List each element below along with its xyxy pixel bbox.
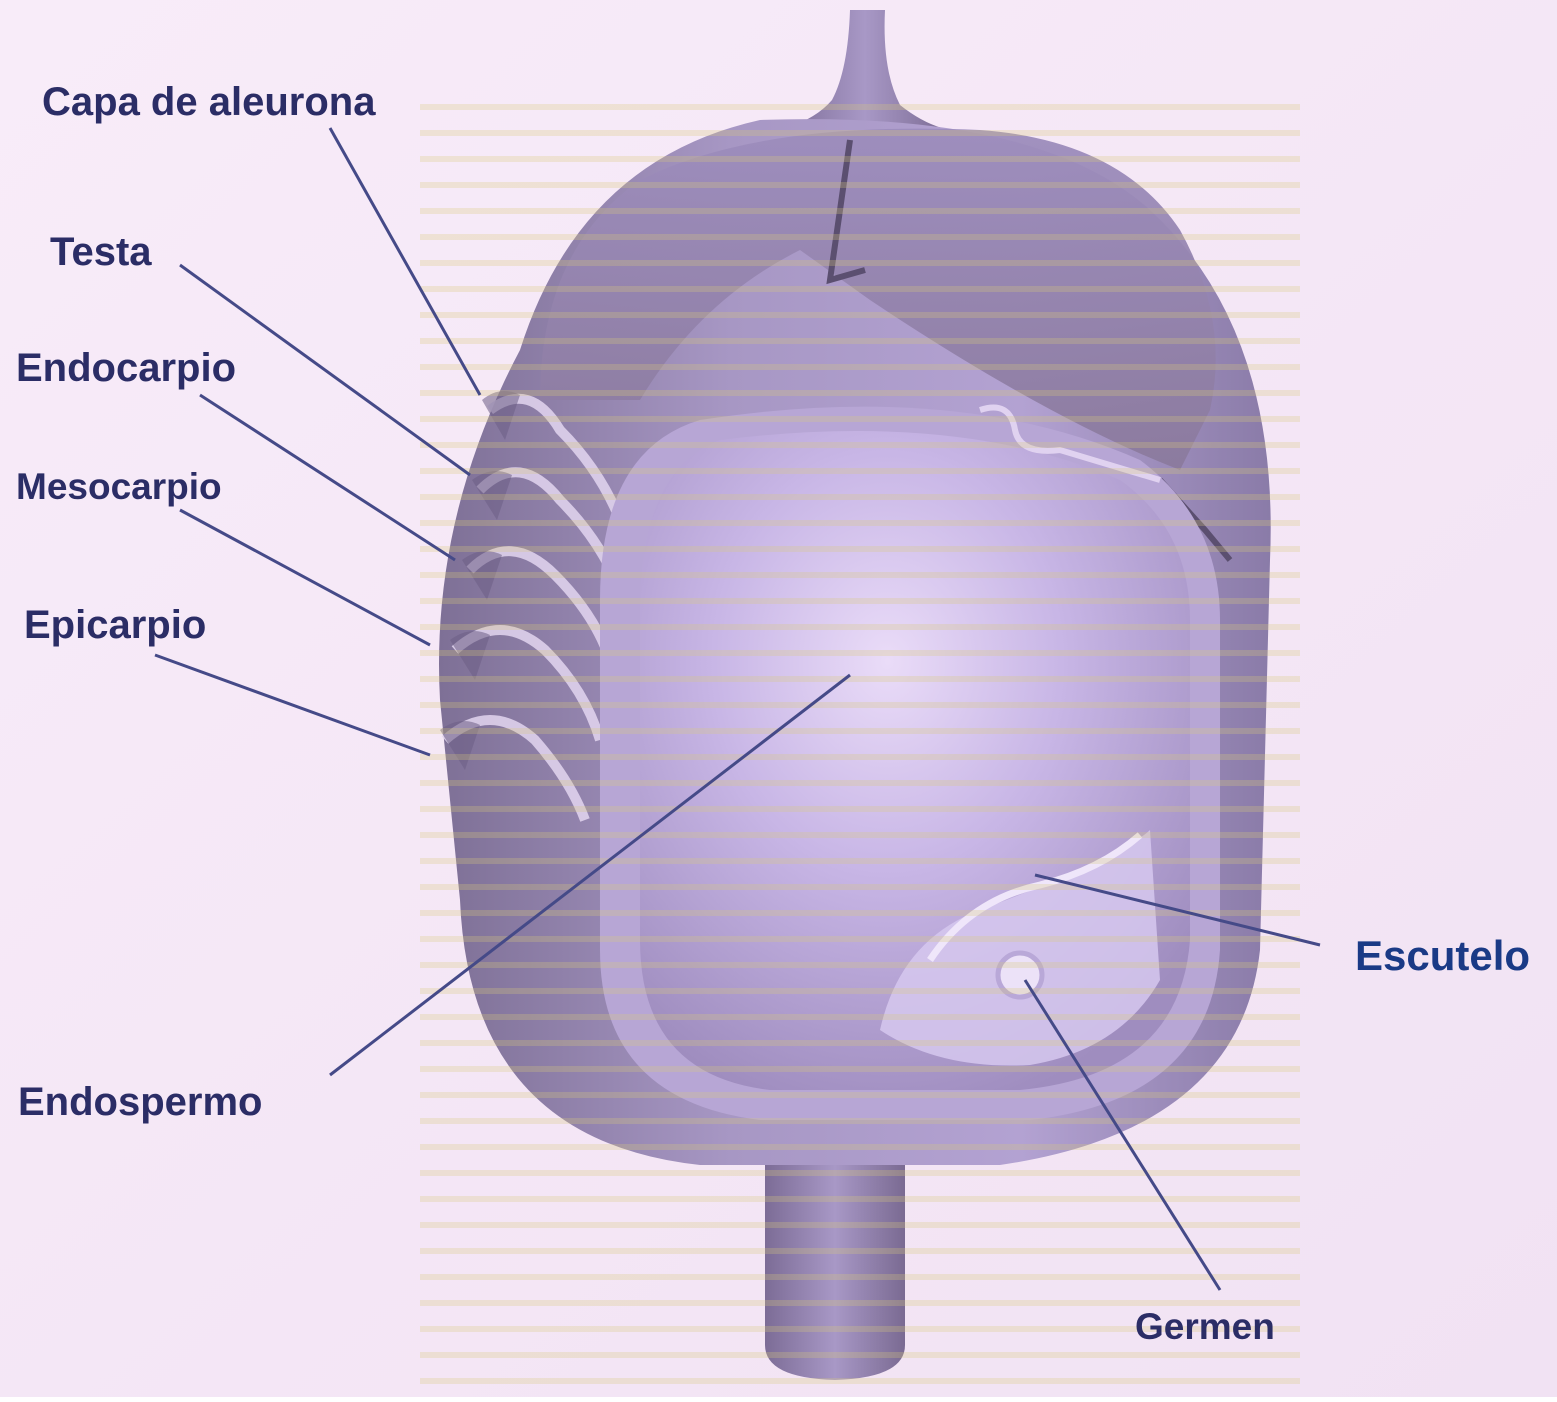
label-testa: Testa xyxy=(50,232,152,272)
label-capa-de-aleurona: Capa de aleurona xyxy=(42,82,375,122)
scan-stripes xyxy=(420,100,1300,1390)
label-mesocarpio: Mesocarpio xyxy=(16,468,222,505)
label-endocarpio: Endocarpio xyxy=(16,348,236,388)
label-epicarpio: Epicarpio xyxy=(24,605,206,645)
label-escutelo: Escutelo xyxy=(1355,935,1530,977)
label-germen: Germen xyxy=(1135,1308,1275,1345)
label-endospermo: Endospermo xyxy=(18,1082,262,1122)
